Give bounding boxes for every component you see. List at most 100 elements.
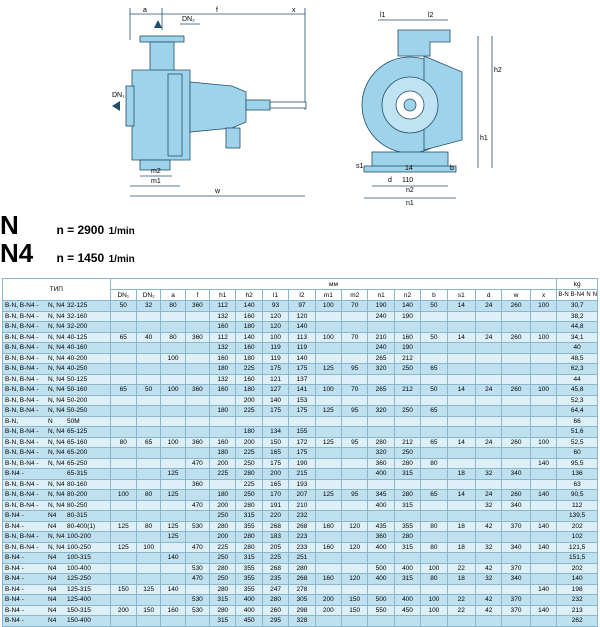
- column-header: DN₁: [109, 289, 137, 301]
- dimension-cell: 170: [261, 489, 290, 501]
- pump-type-part: 50-250: [67, 407, 88, 415]
- kg-subheader-item: N: [586, 291, 591, 298]
- dimension-cell: [184, 321, 211, 333]
- dimension-cell: [529, 594, 558, 606]
- weight-cell: 60: [556, 447, 598, 459]
- dimension-cell: 260: [501, 384, 531, 396]
- pump-type-part: 150-315: [67, 606, 91, 614]
- kg-subheader-item: B-N4: [570, 291, 585, 298]
- dimension-cell: 190: [393, 310, 422, 322]
- weight-cell: 63: [556, 478, 598, 490]
- dimension-cell: 450: [393, 604, 422, 616]
- pump-type-part: 100-400: [67, 564, 91, 572]
- pump-type-part: 50-160: [67, 386, 88, 394]
- dimension-cell: [446, 342, 477, 354]
- dimension-cell: 120: [341, 520, 369, 532]
- dimension-cell: 180: [209, 405, 237, 417]
- pump-type-part: 40-125: [67, 333, 88, 341]
- dimension-cell: [135, 573, 162, 585]
- weight-cell: 112: [556, 499, 598, 511]
- dimension-cell: 70: [341, 300, 369, 312]
- dimension-cell: [501, 457, 531, 469]
- dimension-cell: 32: [474, 468, 503, 480]
- dimension-cell: 225: [209, 541, 237, 553]
- dim-x-label: x: [292, 7, 296, 14]
- dimension-cell: 70: [341, 331, 369, 343]
- dimension-cell: [501, 510, 531, 522]
- pump-type-part: N: [48, 417, 53, 425]
- dimension-cell: 32: [135, 300, 162, 312]
- dimension-cell: [109, 562, 137, 574]
- dimension-cell: 80: [109, 436, 137, 448]
- pump-type-part: B-N, B-N4 -: [5, 449, 39, 457]
- dimension-cell: 180: [235, 321, 263, 333]
- dimension-cell: 100: [420, 562, 448, 574]
- dimension-cell: 500: [367, 562, 395, 574]
- dimension-cell: [341, 457, 369, 469]
- dimension-cell: 121: [261, 373, 290, 385]
- dimension-cell: [446, 615, 477, 627]
- dimension-cell: 180: [209, 489, 237, 501]
- dimension-cell: [420, 415, 448, 427]
- dimension-cell: 315: [209, 594, 237, 606]
- dimension-cell: [420, 310, 448, 322]
- pump-type-part: N, N4: [48, 491, 65, 499]
- pump-type-part: 100-315: [67, 554, 91, 562]
- pump-type-part: 65-200: [67, 449, 88, 457]
- dimension-cell: 183: [261, 531, 290, 543]
- dimension-cell: [109, 478, 137, 490]
- dimension-cell: 50: [420, 300, 448, 312]
- dimension-cell: [501, 583, 531, 595]
- dimension-cell: 280: [393, 489, 422, 501]
- dimension-cell: [314, 552, 343, 564]
- dimension-cell: [209, 394, 237, 406]
- weight-cell: 45,8: [556, 384, 598, 396]
- dimension-cell: [314, 415, 343, 427]
- dimension-cell: [393, 583, 422, 595]
- dimension-cell: 140: [235, 331, 263, 343]
- dimension-cell: [420, 394, 448, 406]
- dimension-cell: [135, 594, 162, 606]
- dimension-cell: 278: [288, 583, 316, 595]
- dimension-cell: 150: [341, 604, 369, 616]
- dimension-cell: [501, 426, 531, 438]
- pump-type-part: N, N4: [48, 323, 65, 331]
- pump-type-part: B-N4 -: [5, 470, 24, 478]
- dimension-cell: 119: [261, 342, 290, 354]
- dimension-cell: [393, 415, 422, 427]
- dimension-cell: [109, 615, 137, 627]
- dimension-cell: 232: [288, 510, 316, 522]
- pump-type-part: N4: [48, 585, 57, 593]
- pump-type-part: N4: [48, 554, 57, 562]
- dimension-cell: [341, 415, 369, 427]
- pump-type-part: 80-200: [67, 491, 88, 499]
- dimension-cell: [393, 552, 422, 564]
- dimension-cell: [160, 321, 186, 333]
- dimension-cell: [501, 352, 531, 364]
- dimension-cell: [529, 531, 558, 543]
- tip-header: ТИП: [2, 278, 111, 301]
- dimension-cell: 97: [288, 300, 316, 312]
- dimension-cell: 260: [501, 300, 531, 312]
- dimension-cell: [474, 447, 503, 459]
- dimension-cell: 340: [501, 541, 531, 553]
- dimension-cell: 315: [393, 541, 422, 553]
- pump-type-part: 125-400: [67, 596, 91, 604]
- dimension-cell: 100: [109, 489, 137, 501]
- dimension-cell: 100: [529, 384, 558, 396]
- pump-type-part: B-N4 -: [5, 554, 24, 562]
- dimension-cell: [109, 552, 137, 564]
- pump-type-part: B-N4 -: [5, 617, 24, 625]
- dimension-cell: 340: [501, 499, 531, 511]
- dimension-cell: [393, 510, 422, 522]
- dimension-cell: [209, 478, 237, 490]
- dimension-cell: [529, 373, 558, 385]
